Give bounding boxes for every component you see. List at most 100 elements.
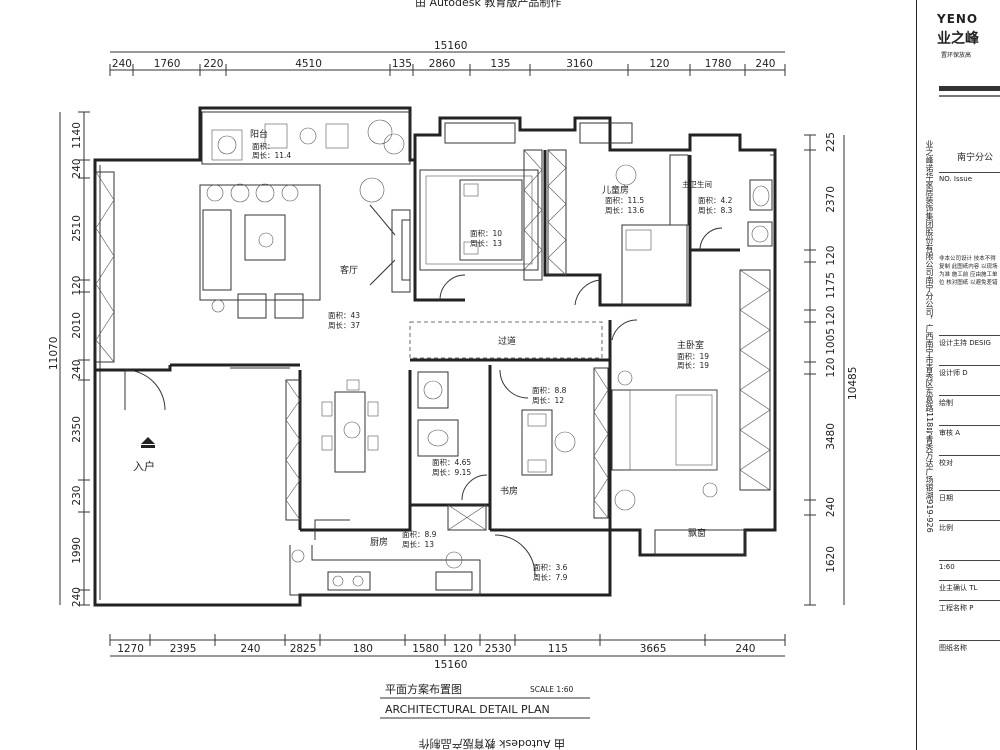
title-block-row: 设计主持 DESIG: [939, 335, 1000, 348]
service-room-perimeter: 周长：7.9: [533, 572, 568, 582]
top-dimension-label: 120: [649, 58, 669, 70]
bedroom-2-area: 面积：10: [470, 228, 502, 238]
company-address-vertical: 业之峰诺华家居装饰集团股份有限公司南宁分公司，广西南宁市青秀区东葛路118号青秀…: [925, 140, 934, 533]
balcony-area: 面积：: [252, 141, 275, 151]
entry: 入户: [133, 437, 155, 473]
right-dimension-label: 120: [825, 246, 837, 266]
study: 面积：8.8 周长：12 书房: [499, 367, 609, 519]
bottom-dimension-label: 2825: [290, 643, 317, 655]
left-dimension-label: 2510: [71, 215, 83, 242]
living-room: 客厅 面积：43 周长：37: [199, 177, 411, 330]
top-total-dimension: 15160: [434, 40, 467, 52]
title-block-row: 图纸名称: [939, 640, 1000, 653]
right-dimension-label: 1175: [825, 272, 837, 299]
corridor: 过道: [409, 321, 603, 359]
right-total-dimension: 10485: [847, 367, 859, 400]
floor-plan: 由 Autodesk 教育版产品制作 由 Autodesk 教育版产品制作 15…: [48, 0, 859, 750]
title-block-row: 工程名称 P: [939, 600, 1000, 613]
entry-label: 入户: [133, 459, 155, 473]
title-block-row: 绘制: [939, 395, 1000, 408]
title-block: YENO 业之峰 置环保放高 业之峰诺华家居装饰集团股份有限公司南宁分公司，广西…: [916, 0, 1000, 750]
brand-bar-thin: [939, 95, 1000, 97]
kitchen: 厨房 面积：8.9 周长：13: [289, 529, 481, 596]
master-bedroom: 主卧室 面积：19 周长：19 飘窗: [611, 269, 771, 556]
corridor-label: 过道: [498, 335, 516, 347]
top-dimension-label: 4510: [295, 58, 322, 70]
top-dimension-label: 2860: [429, 58, 456, 70]
title-block-row: 审核 A: [939, 425, 1000, 438]
title-block-row: 业主确认 TL: [939, 580, 1000, 593]
title-block-row: 比例: [939, 520, 1000, 533]
title-block-row: 设计师 D: [939, 365, 1000, 378]
service-room-area: 面积：3.6: [533, 562, 568, 572]
left-dimension-label: 1990: [71, 537, 83, 564]
bedroom-2: 面积：10 周长：13: [419, 122, 543, 301]
service-room: 面积：3.6 周长：7.9: [494, 534, 568, 582]
left-dimension-label: 120: [71, 276, 83, 296]
master-bath: 主卫生间 面积：4.2 周长：8.3: [682, 179, 773, 251]
study-label: 书房: [500, 485, 518, 497]
caption-title-cn: 平面方案布置图: [385, 682, 462, 696]
bottom-dimension-label: 115: [548, 643, 568, 655]
bottom-dimension-label: 1270: [117, 643, 144, 655]
bathroom-perimeter: 周长：9.15: [432, 467, 471, 477]
top-dimension-label: 135: [392, 58, 412, 70]
bedroom-2-perimeter: 周长：13: [470, 238, 502, 248]
branch-name: 南宁分公: [957, 153, 994, 163]
balcony-label: 阳台: [250, 128, 268, 140]
brand-logo-text: YENO: [937, 12, 979, 26]
top-dimension-label: 220: [203, 58, 223, 70]
right-dimension-label: 120: [825, 358, 837, 378]
right-dimension-label: 120: [825, 306, 837, 326]
title-block-row: 日期: [939, 490, 1000, 503]
right-dimension-label: 2370: [825, 186, 837, 213]
issue-row: NO. Issue: [939, 172, 1000, 183]
bathroom-area: 面积：4.65: [432, 457, 471, 467]
left-dimension-label: 230: [71, 486, 83, 506]
balcony: 阳台 面积： 周长：11.4: [201, 111, 411, 165]
dining-area: [285, 379, 379, 540]
bottom-dimension-label: 240: [735, 643, 755, 655]
top-dimension-label: 1780: [705, 58, 732, 70]
caption-title-en: ARCHITECTURAL DETAIL PLAN: [385, 703, 550, 716]
living-room-area: 面积：43: [328, 310, 360, 320]
study-perimeter: 周长：12: [532, 395, 564, 405]
left-dimension-label: 240: [71, 587, 83, 607]
bottom-dimension-label: 120: [453, 643, 473, 655]
sink-icon: [423, 380, 443, 400]
entry-arrow-icon: [141, 437, 155, 444]
living-room-perimeter: 周长：37: [328, 320, 360, 330]
bottom-dimension-label: 2530: [485, 643, 512, 655]
left-total-dimension: 11070: [48, 337, 60, 370]
title-block-row: 1:60: [939, 560, 1000, 571]
right-dimension-label: 1005: [825, 328, 837, 355]
watermark-top: 由 Autodesk 教育版产品制作: [415, 0, 561, 9]
kitchen-area: 面积：8.9: [402, 529, 437, 539]
kids-room: 儿童房 面积：11.5 周长：13.6: [547, 122, 689, 306]
kids-room-perimeter: 周长：13.6: [605, 205, 644, 215]
title-block-row: 校对: [939, 455, 1000, 468]
top-dimension-label: 135: [490, 58, 510, 70]
left-dimension-label: 240: [71, 360, 83, 380]
top-dimension-label: 3160: [566, 58, 593, 70]
master-bath-label: 主卫生间: [682, 179, 712, 189]
brand-bar: [939, 86, 1000, 91]
master-bath-perimeter: 周长：8.3: [698, 205, 733, 215]
living-room-label: 客厅: [340, 264, 358, 276]
brand-name-cn: 业之峰: [937, 31, 979, 47]
top-dimension-label: 240: [112, 58, 132, 70]
design-notes: 非本公司设计 技本不得复制 此图纸内容 以现场为准 施工前 应由施工单位 核对图…: [939, 256, 998, 286]
bottom-dimension-label: 3665: [640, 643, 667, 655]
bottom-dimension-label: 2395: [170, 643, 197, 655]
master-bedroom-area: 面积：19: [677, 351, 709, 361]
master-bedroom-perimeter: 周长：19: [677, 360, 709, 370]
kids-room-area: 面积：11.5: [605, 195, 644, 205]
master-bath-area: 面积：4.2: [698, 195, 733, 205]
right-dimension-label: 225: [825, 132, 837, 152]
stove-icon: [327, 571, 371, 591]
plan-caption: 平面方案布置图 SCALE 1:60 ARCHITECTURAL DETAIL …: [380, 682, 590, 719]
left-dimension-label: 240: [71, 159, 83, 179]
toilet-icon: [427, 429, 449, 447]
watermark-bottom: 由 Autodesk 教育版产品制作: [419, 737, 565, 750]
bottom-dimension-label: 180: [353, 643, 373, 655]
